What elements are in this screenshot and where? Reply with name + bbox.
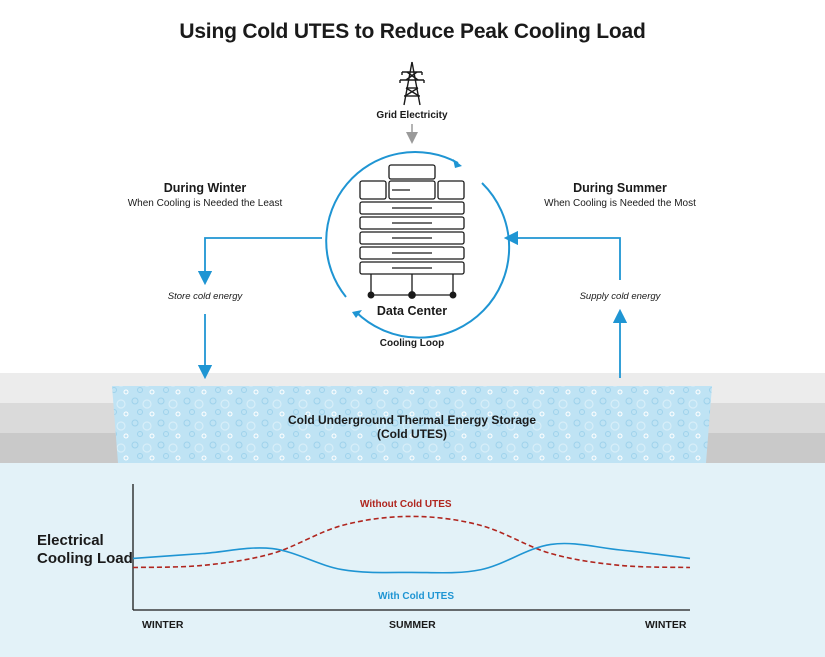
x-tick-winter-start: WINTER xyxy=(142,619,184,631)
summer-flow-arrow-top xyxy=(503,230,621,280)
page-title: Using Cold UTES to Reduce Peak Cooling L… xyxy=(179,20,646,43)
summer-heading: During Summer xyxy=(573,181,667,195)
data-center-label: Data Center xyxy=(376,304,448,318)
grid-electricity-label: Grid Electricity xyxy=(376,110,448,121)
x-tick-summer: SUMMER xyxy=(389,619,436,631)
utes-storage-tank xyxy=(112,386,712,463)
cooling-loop-label: Cooling Loop xyxy=(379,338,445,349)
utes-label-line2: (Cold UTES) xyxy=(377,427,447,441)
winter-action-label: Store cold energy xyxy=(167,291,243,302)
chart-ylabel: Electrical Cooling Load xyxy=(37,532,133,567)
series-label-without-utes: Without Cold UTES xyxy=(360,499,452,510)
cooling-loop-arc-left xyxy=(325,151,459,298)
summer-action-label: Supply cold energy xyxy=(579,291,661,302)
x-tick-winter-end: WINTER xyxy=(645,619,687,631)
chart-panel xyxy=(0,463,825,657)
winter-heading: During Winter xyxy=(163,181,247,195)
winter-subheading: When Cooling is Needed the Least xyxy=(127,198,283,209)
series-line-with-utes xyxy=(132,542,691,574)
cooling-loop-arc-right xyxy=(355,182,511,339)
cooling-loop-arrowhead-bottom xyxy=(352,310,362,318)
chart-series-group xyxy=(132,515,691,574)
winter-flow-arrow-top xyxy=(197,237,322,286)
series-line-without-utes xyxy=(132,515,691,569)
utes-label-line1: Cold Underground Thermal Energy Storage xyxy=(287,413,537,427)
series-label-with-utes: With Cold UTES xyxy=(378,591,455,602)
power-tower-icon xyxy=(399,61,425,106)
summer-subheading: When Cooling is Needed the Most xyxy=(544,198,696,209)
server-rack-icon xyxy=(359,164,465,299)
cooling-loop-arrowhead-top xyxy=(453,159,462,168)
